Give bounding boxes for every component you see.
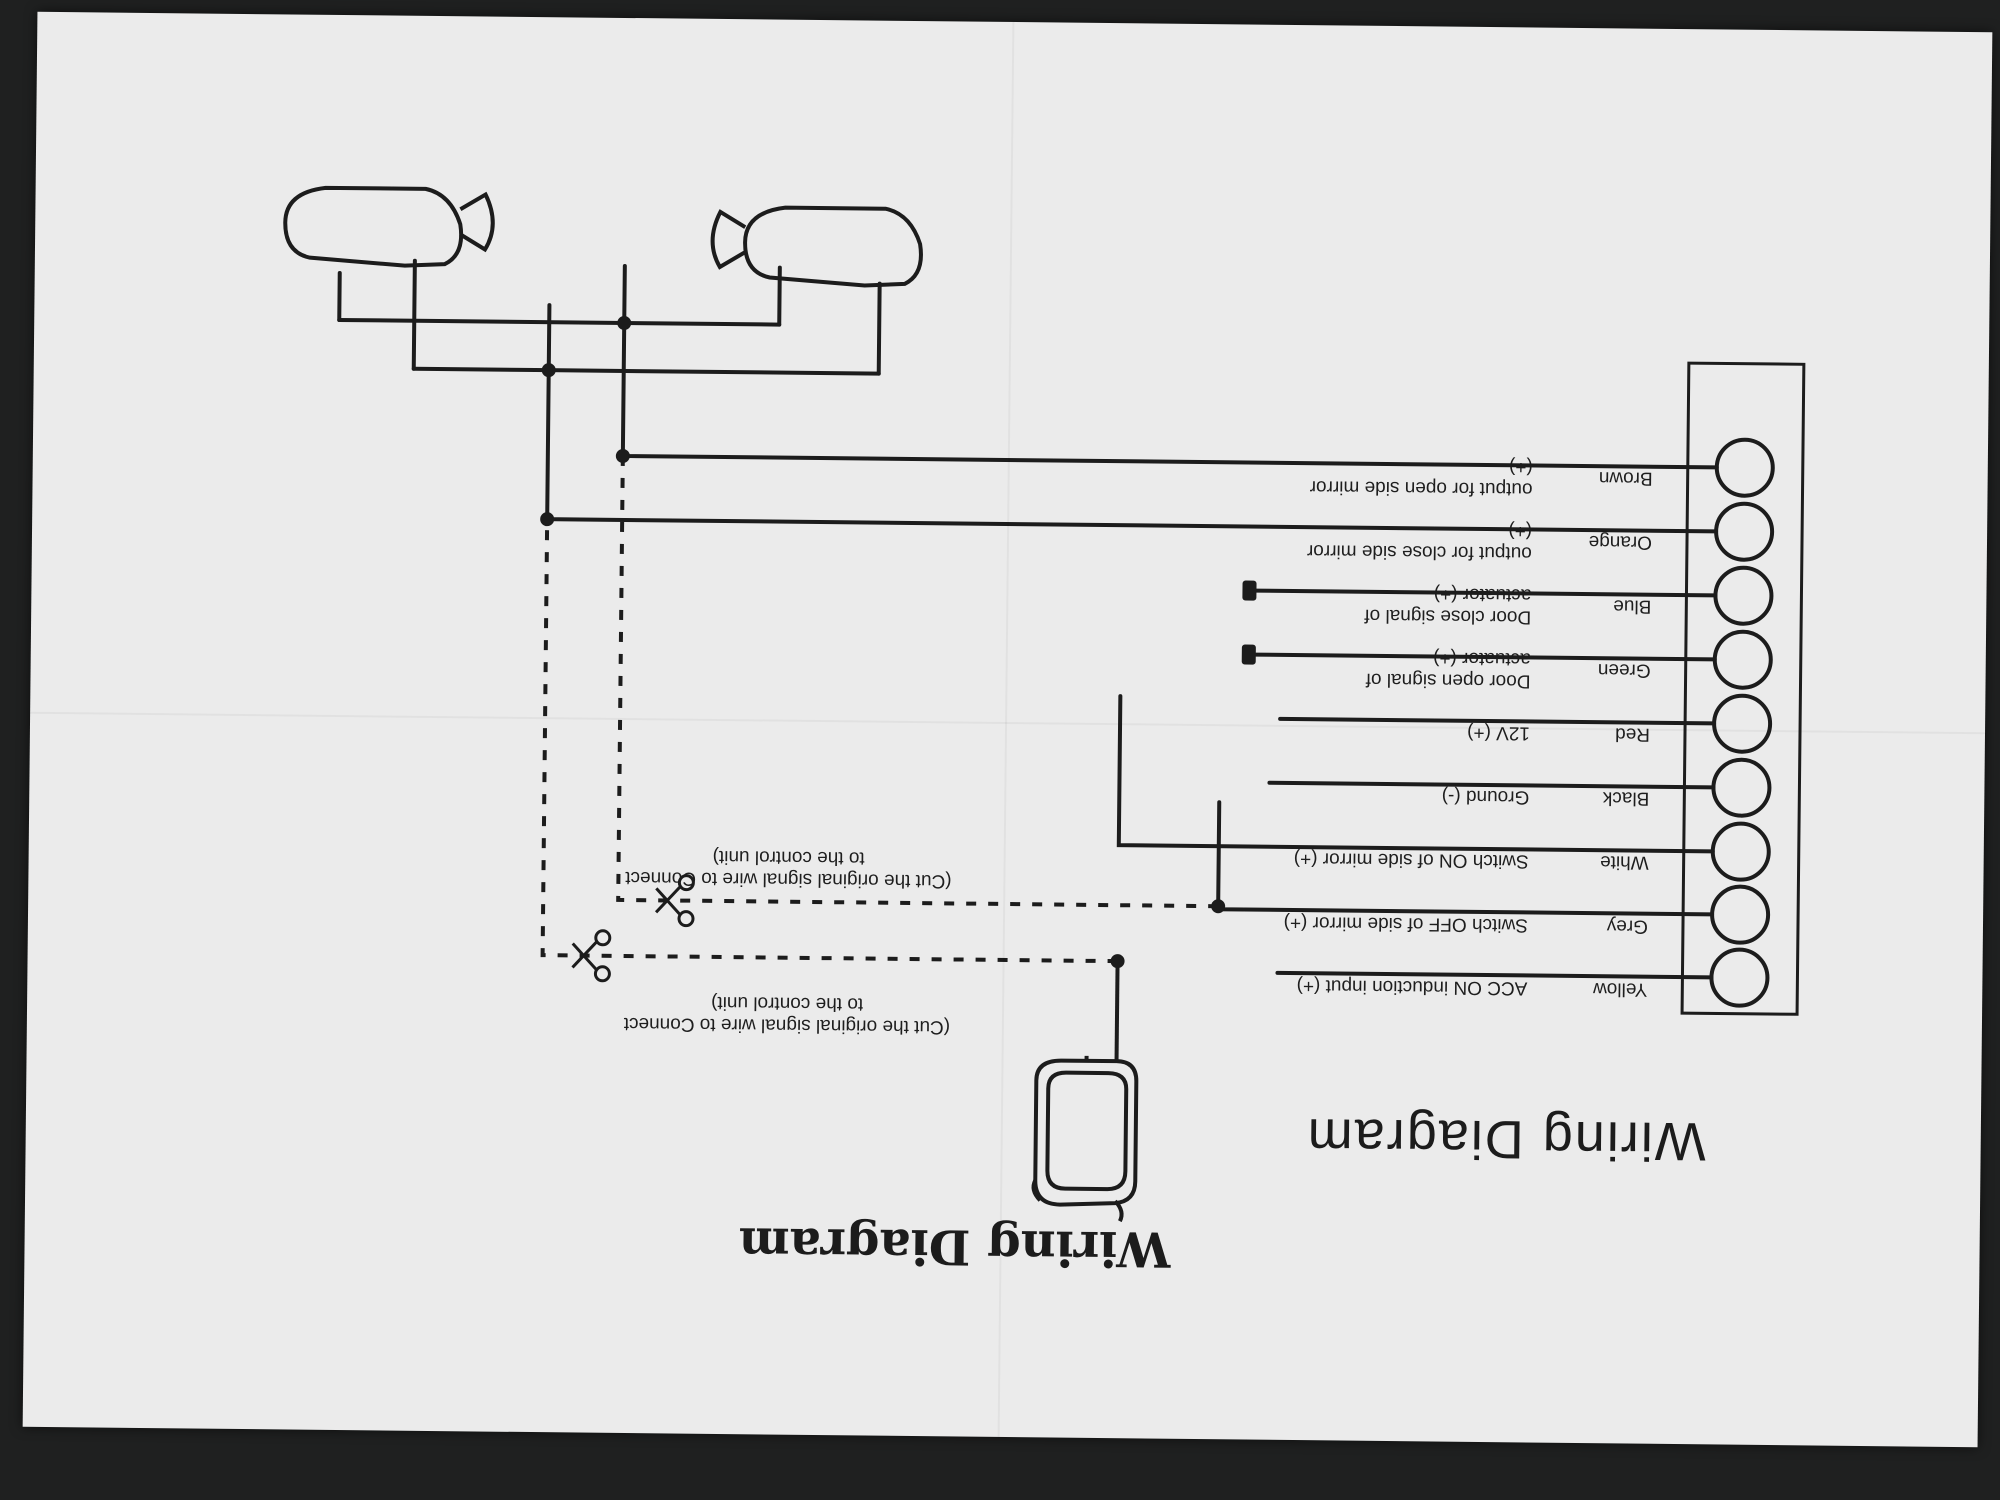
original-signal-wire-brown bbox=[616, 455, 1219, 909]
mirror-switch-icon bbox=[1031, 961, 1139, 1223]
terminal-circle-icon bbox=[1713, 565, 1774, 626]
wire-blue bbox=[1254, 588, 1718, 598]
wire-white bbox=[1116, 694, 1715, 854]
wire-black bbox=[1267, 780, 1716, 790]
terminal-circle-icon bbox=[1714, 501, 1775, 562]
side-mirror-icon bbox=[710, 205, 923, 288]
wire-orange-branch-right bbox=[411, 366, 551, 373]
scissors-icon bbox=[571, 929, 612, 983]
terminal-circle-icon bbox=[1712, 629, 1773, 690]
terminal-circle-icon bbox=[1711, 757, 1772, 818]
junction-dot bbox=[541, 363, 556, 378]
junction-dot bbox=[617, 315, 632, 330]
side-mirror-icon bbox=[283, 185, 495, 268]
junction-dot bbox=[540, 512, 555, 527]
instruction-sheet: Wiring Diagram Wiring Diagram Yellow ACC… bbox=[22, 11, 1993, 1448]
terminal-circle-icon bbox=[1714, 437, 1775, 498]
wire-green bbox=[1253, 652, 1717, 662]
original-signal-wire-orange bbox=[540, 519, 1118, 964]
wiring-diagram: Wiring Diagram Wiring Diagram Yellow ACC… bbox=[23, 12, 1993, 1447]
actuator-connector-icon bbox=[1241, 580, 1257, 665]
wire-brown-branch-left bbox=[622, 320, 782, 327]
wire-brown-branch-left-drop bbox=[777, 265, 782, 327]
scissors-icon bbox=[654, 874, 695, 928]
terminal-circle-icon bbox=[1710, 884, 1771, 945]
wire-red bbox=[1278, 716, 1717, 726]
terminal-circle-icon bbox=[1710, 821, 1771, 882]
wire-yellow bbox=[1275, 970, 1714, 980]
wire-orange-branch-left-drop bbox=[876, 281, 882, 376]
wire-orange-branch-left bbox=[546, 368, 881, 376]
wire-orange-branch-right-drop bbox=[411, 258, 417, 371]
wiring-lines bbox=[283, 185, 1806, 1223]
wire-orange bbox=[545, 303, 1719, 534]
terminal-circle-icon bbox=[1712, 693, 1773, 754]
wire-brown bbox=[620, 263, 1719, 470]
terminal-circle-icon bbox=[1709, 947, 1770, 1008]
terminal-block bbox=[1680, 361, 1806, 1016]
wire-brown-branch-right bbox=[337, 317, 627, 325]
wire-grey bbox=[1216, 800, 1715, 917]
